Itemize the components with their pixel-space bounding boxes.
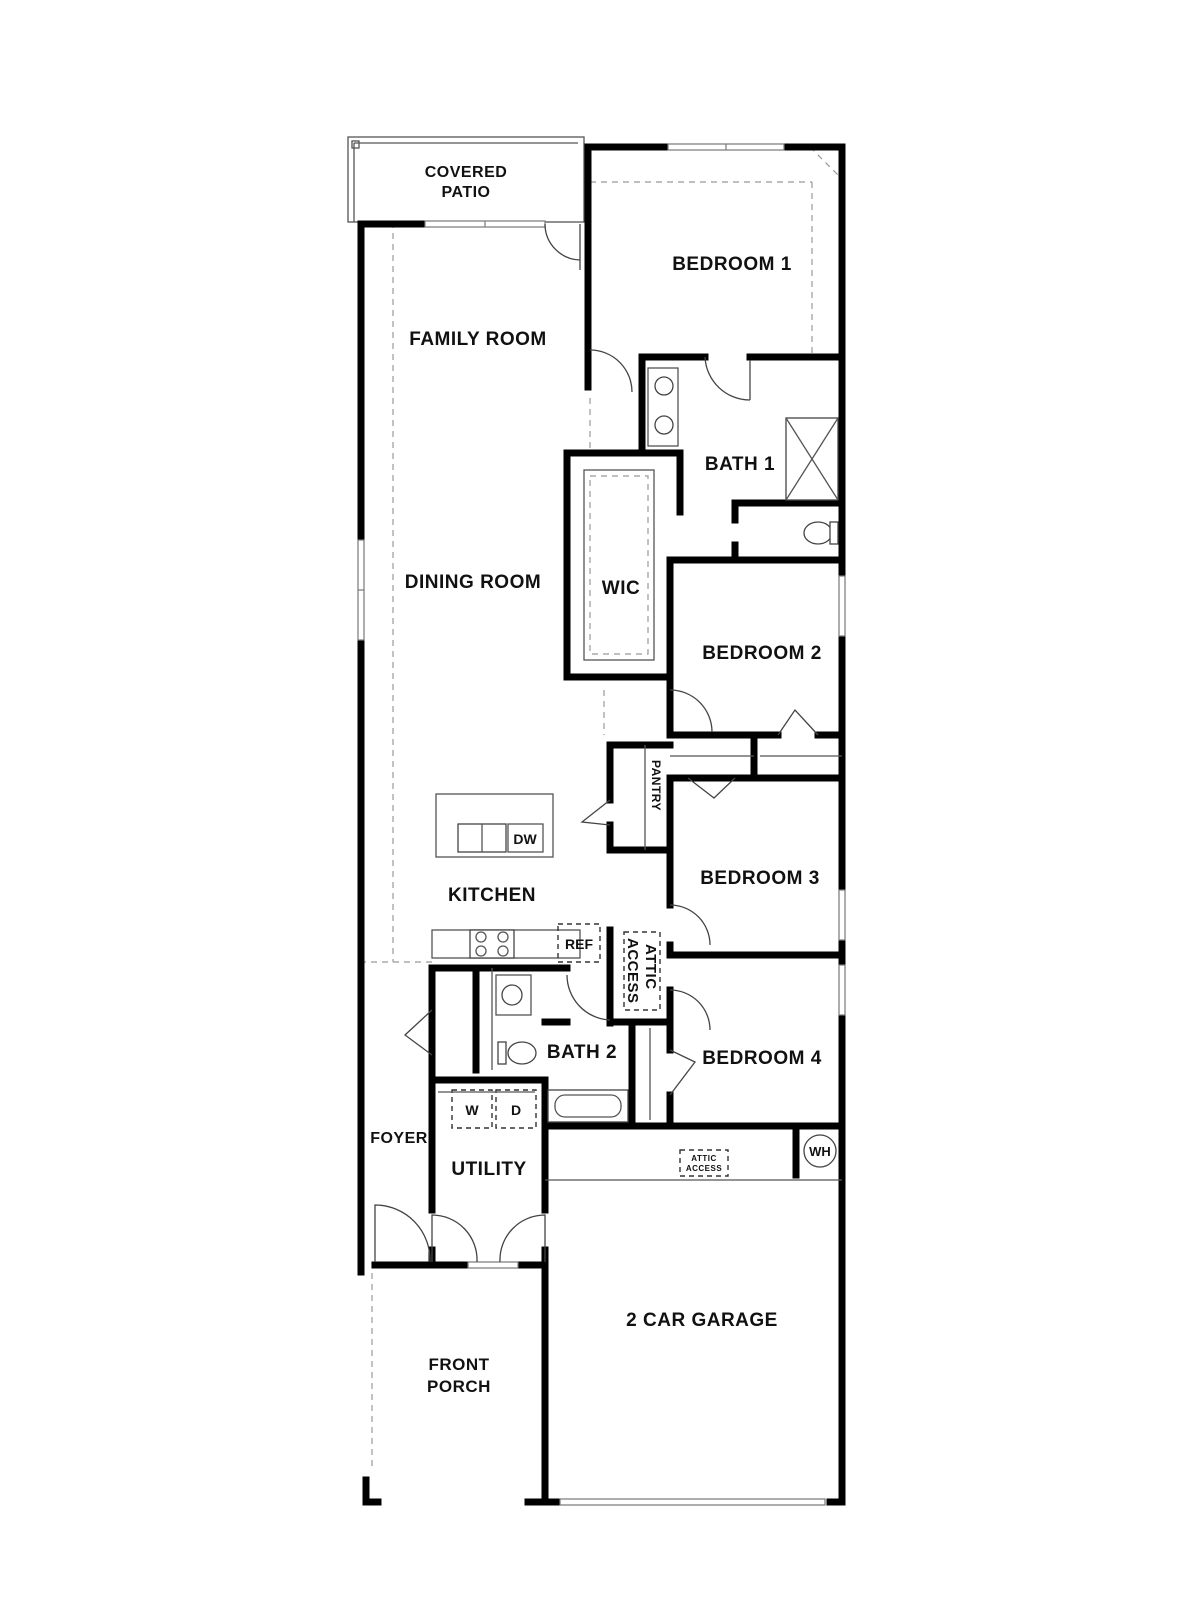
garage-attic-access-label-line2: ACCESS (686, 1164, 723, 1173)
utility-label: UTILITY (451, 1159, 526, 1180)
front-porch-label-line2: PORCH (427, 1377, 491, 1396)
washer-label: W (465, 1102, 479, 1118)
doors (374, 223, 819, 1263)
attic-access-label-line2: ACCESS (624, 938, 641, 1004)
family-room-label: FAMILY ROOM (409, 329, 546, 350)
dryer-icon (495, 1089, 537, 1129)
toilet-icon (507, 1041, 537, 1065)
room-labels: COVERED PATIO FAMILY ROOM BEDROOM 1 BATH… (370, 164, 822, 1396)
windows (357, 143, 846, 1506)
kitchen-label: KITCHEN (448, 885, 536, 906)
sink-icon (501, 984, 523, 1006)
water-heater-label: WH (809, 1144, 831, 1159)
bedroom-4-label: BEDROOM 4 (702, 1048, 822, 1069)
water-heater-icon (803, 1134, 837, 1168)
sink-icon (654, 376, 674, 396)
covered-patio-label-line1: COVERED (425, 164, 508, 181)
garage-attic-access-label-line1: ATTIC (691, 1154, 716, 1163)
dashed-lines (360, 146, 841, 1470)
wic-label: WIC (602, 578, 640, 599)
bath-2-label: BATH 2 (547, 1042, 617, 1063)
pantry-label: PANTRY (649, 760, 663, 811)
washer-icon (451, 1089, 493, 1129)
attic-access-label-line1: ATTIC (642, 944, 659, 990)
garage-label: 2 CAR GARAGE (626, 1310, 778, 1331)
toilet-icon (803, 521, 833, 545)
bedroom-2-label: BEDROOM 2 (702, 643, 822, 664)
bedroom-1-label: BEDROOM 1 (672, 254, 792, 275)
dryer-label: D (511, 1102, 521, 1118)
sink-icon (654, 415, 674, 435)
dining-room-label: DINING ROOM (405, 572, 541, 593)
dishwasher-label: DW (513, 831, 537, 847)
kitchen-island (435, 793, 554, 858)
walls (357, 143, 846, 1506)
refrigerator-label: REF (565, 936, 593, 952)
bath-1-label: BATH 1 (705, 454, 775, 475)
fixtures (431, 367, 839, 1177)
covered-patio-label-line2: PATIO (441, 184, 490, 201)
foyer-label: FOYER (370, 1130, 428, 1147)
range-icon (469, 929, 515, 959)
bedroom-3-label: BEDROOM 3 (700, 868, 820, 889)
front-porch-label-line1: FRONT (428, 1355, 489, 1374)
fixture-labels: DW REF W D WH (465, 831, 830, 1159)
